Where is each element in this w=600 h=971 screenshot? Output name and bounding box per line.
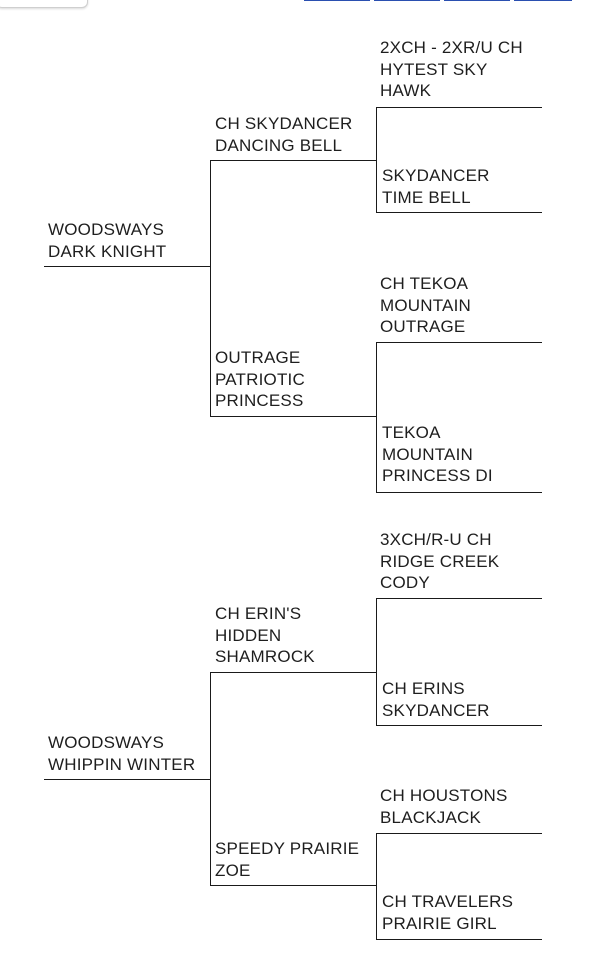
p1-parents-bracket	[210, 160, 211, 417]
p1-dam-dam-name: TEKOA MOUNTAIN PRINCESS DI	[382, 423, 493, 485]
p1-sire-name: CH SKYDANCER DANCING BELL	[215, 114, 353, 155]
p1-sire-bracket	[376, 107, 377, 213]
p1-dam-sire-name: CH TEKOA MOUNTAIN OUTRAGE	[380, 274, 471, 336]
p1-subject-line	[44, 266, 210, 267]
p1-sire-sire-line	[376, 107, 542, 108]
p2-dam-name: SPEEDY PRAIRIE ZOE	[215, 839, 360, 880]
p2-sire-name: CH ERIN'S HIDDEN SHAMROCK	[215, 604, 315, 666]
p1-dam-sire-line	[376, 342, 542, 343]
cropped-button[interactable]	[0, 0, 88, 8]
p2-subject-name: WOODSWAYS WHIPPIN WINTER	[48, 733, 196, 774]
p1-sire-dam-name: SKYDANCER TIME BELL	[382, 166, 490, 207]
p2-subject-line	[44, 779, 210, 780]
p2-dam-sire-name: CH HOUSTONS BLACKJACK	[380, 786, 508, 827]
p2-sire-dam-name: CH ERINS SKYDANCER	[382, 679, 490, 720]
p2-dam-line	[210, 885, 376, 886]
p2-dam-dam-line	[376, 939, 542, 940]
p1-dam-line	[210, 416, 376, 417]
p1-subject-name: WOODSWAYS DARK KNIGHT	[48, 220, 167, 261]
p2-parents-bracket	[210, 672, 211, 886]
p1-dam-dam-line	[376, 492, 542, 493]
p2-sire-bracket	[376, 598, 377, 726]
cropped-link-underline[interactable]	[304, 0, 572, 1]
p1-sire-line	[210, 160, 376, 161]
p2-sire-dam-line	[376, 725, 542, 726]
p1-dam-name: OUTRAGE PATRIOTIC PRINCESS	[215, 348, 305, 410]
p1-sire-dam-line	[376, 212, 542, 213]
p1-sire-sire-name: 2XCH - 2XR/U CH HYTEST SKY HAWK	[380, 38, 523, 100]
p2-sire-sire-line	[376, 598, 542, 599]
p1-dam-bracket	[376, 342, 377, 493]
p2-dam-dam-name: CH TRAVELERS PRAIRIE GIRL	[382, 892, 514, 933]
p2-sire-line	[210, 672, 376, 673]
p2-sire-sire-name: 3XCH/R-U CH RIDGE CREEK CODY	[380, 530, 500, 592]
p2-dam-bracket	[376, 833, 377, 940]
p2-dam-sire-line	[376, 833, 542, 834]
